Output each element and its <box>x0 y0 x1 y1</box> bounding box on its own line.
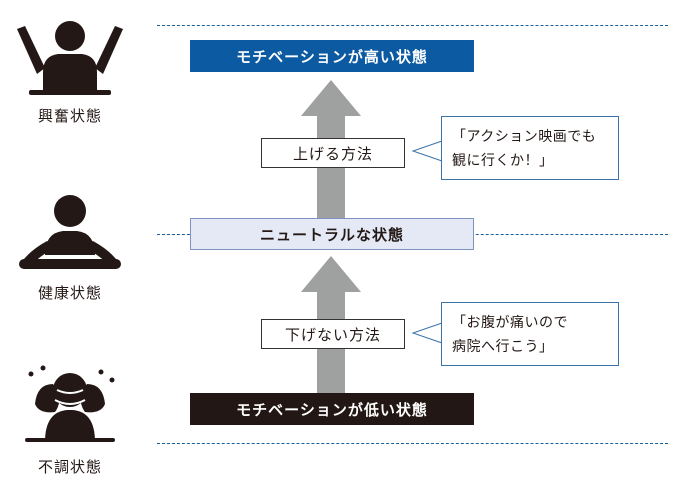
bubble-avoid-lowering-line-2: 病院へ行こう」 <box>452 339 554 355</box>
level-line-low <box>157 443 668 444</box>
method-raise-box: 上げる方法 <box>261 138 405 168</box>
figure-label-healthy: 健康状態 <box>38 284 103 302</box>
bubble-avoid-lowering-line-1: 「お腹が痛いので <box>452 315 568 331</box>
method-avoid-lowering-box: 下げない方法 <box>261 319 405 349</box>
head-in-hands-person-icon <box>25 365 115 442</box>
arms-raised-person-icon <box>17 21 123 95</box>
bubble-raise-line-1: 「アクション映画でも <box>452 129 597 145</box>
level-line-high <box>157 25 668 26</box>
speech-bubble-icon <box>411 322 443 344</box>
state-neutral-box: ニュートラルな状態 <box>190 218 474 250</box>
speech-bubble-avoid-lowering: 「お腹が痛いので 病院へ行こう」 <box>441 302 619 366</box>
speech-bubble-icon <box>411 140 443 162</box>
state-high-box: モチベーションが高い状態 <box>190 40 474 72</box>
state-low-box: モチベーションが低い状態 <box>190 393 474 425</box>
bubble-raise-line-2: 観に行くか！」 <box>452 153 554 169</box>
figure-label-excited: 興奮状態 <box>38 107 103 125</box>
relaxed-person-icon <box>19 195 121 269</box>
speech-bubble-raise: 「アクション映画でも 観に行くか！」 <box>441 116 619 180</box>
figure-label-unwell: 不調状態 <box>38 458 103 476</box>
